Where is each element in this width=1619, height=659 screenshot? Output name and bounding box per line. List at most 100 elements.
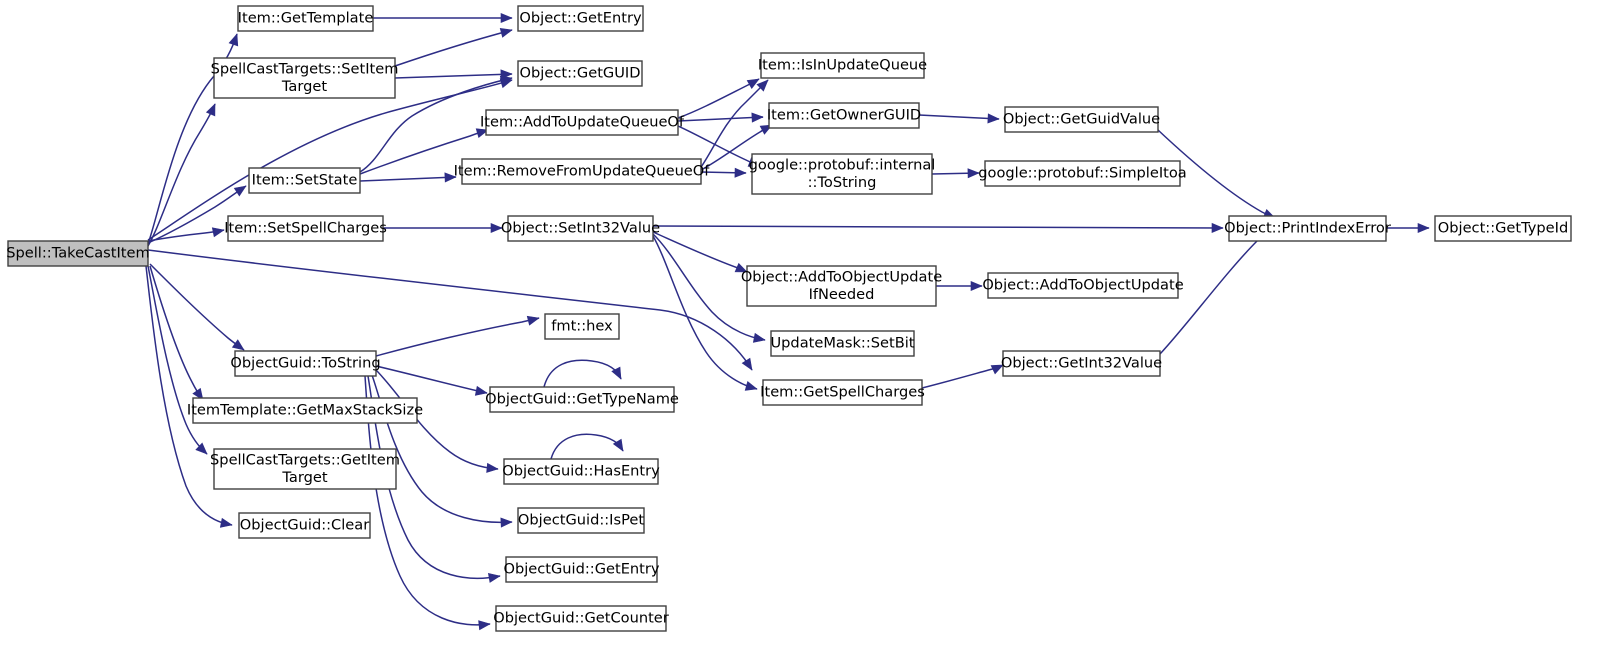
node-box[interactable] <box>507 215 654 242</box>
node-box[interactable] <box>1004 106 1159 133</box>
node-objectguid-clear[interactable]: ObjectGuid::Clear <box>238 512 371 539</box>
edge-line <box>149 263 245 351</box>
node-objectguid-getcounter[interactable]: ObjectGuid::GetCounter <box>493 605 669 632</box>
node-object-printindexerror[interactable]: Object::PrintIndexError <box>1224 215 1391 242</box>
node-item-setspellcharges[interactable]: Item::SetSpellCharges <box>224 215 387 242</box>
edge-spellcasttargets-setitem-target--to--object-getentry <box>394 28 513 67</box>
node-box[interactable] <box>768 102 920 129</box>
node-box[interactable] <box>760 52 925 79</box>
arrowhead-icon <box>219 517 233 528</box>
node-box[interactable] <box>1228 215 1387 242</box>
node-object-addtoobjectupdate[interactable]: Object::AddToObjectUpdate <box>982 272 1184 299</box>
node-item-getownerguid[interactable]: Item::GetOwnerGUID <box>767 102 921 129</box>
node-box[interactable] <box>762 379 923 406</box>
arrowhead-icon <box>228 33 239 47</box>
node-spell-takecastitem[interactable]: Spell::TakeCastItem <box>6 240 150 267</box>
node-object-setint32value[interactable]: Object::SetInt32Value <box>501 215 660 242</box>
node-label: Target <box>281 78 327 95</box>
node-label: ObjectGuid::ToString <box>230 355 380 372</box>
edge-line <box>921 364 1004 389</box>
arrowhead-icon <box>752 332 766 343</box>
node-box[interactable] <box>517 5 644 32</box>
node-label: ObjectGuid::Clear <box>240 517 369 534</box>
edge-spell-takecastitem--to--spellcasttargets-getitem-target <box>147 265 208 455</box>
edge-line <box>147 103 216 247</box>
node-objectguid-getentry[interactable]: ObjectGuid::GetEntry <box>503 556 660 583</box>
node-box[interactable] <box>495 605 667 632</box>
node-updatemask-setbit[interactable]: UpdateMask::SetBit <box>770 330 915 357</box>
node-google-protobuf-internal-tostring[interactable]: google::protobuf::internal::ToString <box>749 153 936 195</box>
node-google-protobuf-simpleitoa[interactable]: google::protobuf::SimpleItoa <box>978 160 1187 187</box>
edge-line <box>550 433 624 460</box>
edge-object-setint32value--to--object-printindexerror <box>652 222 1224 234</box>
arrowhead-icon <box>987 113 1000 124</box>
node-label: Object::SetInt32Value <box>501 220 660 237</box>
node-box[interactable] <box>485 109 679 136</box>
node-box[interactable] <box>248 167 361 194</box>
arrowhead-icon <box>231 339 245 351</box>
node-label: Item::SetSpellCharges <box>224 220 387 237</box>
arrowhead-icon <box>990 364 1004 375</box>
node-label: Object::GetGuidValue <box>1003 111 1160 128</box>
edge-item-getspellcharges--to--object-getint32value <box>921 364 1004 389</box>
node-objectguid-hasentry[interactable]: ObjectGuid::HasEntry <box>502 458 660 485</box>
node-object-gettypeid[interactable]: Object::GetTypeId <box>1434 215 1572 242</box>
edge-item-setstate--to--item-addtoupdatequeueof <box>359 128 489 175</box>
node-label: Object::GetEntry <box>519 10 642 27</box>
node-box[interactable] <box>746 265 937 307</box>
arrowhead-icon <box>744 381 758 391</box>
node-label: Item::SetState <box>252 172 358 189</box>
edge-item-getownerguid--to--object-getguidvalue <box>918 113 1000 124</box>
node-box[interactable] <box>237 5 374 32</box>
node-item-setstate[interactable]: Item::SetState <box>248 167 361 194</box>
arrowhead-icon <box>500 12 513 24</box>
node-box[interactable] <box>192 397 418 424</box>
node-objectguid-tostring[interactable]: ObjectGuid::ToString <box>230 350 381 377</box>
node-box[interactable] <box>503 458 659 485</box>
node-box[interactable] <box>227 215 384 242</box>
node-box[interactable] <box>1002 350 1161 377</box>
node-box[interactable] <box>7 240 149 267</box>
edge-spell-takecastitem--to--item-gettemplate <box>147 33 239 245</box>
arrowhead-icon <box>746 78 760 89</box>
edge-item-gettemplate--to--object-getentry <box>373 12 513 24</box>
node-box[interactable] <box>213 57 396 99</box>
node-object-getint32value[interactable]: Object::GetInt32Value <box>1001 350 1162 377</box>
node-box[interactable] <box>770 330 915 357</box>
edge-line <box>652 233 766 341</box>
node-box[interactable] <box>984 160 1181 187</box>
node-box[interactable] <box>517 507 645 534</box>
node-fmt-hex[interactable]: fmt::hex <box>544 313 620 340</box>
node-item-gettemplate[interactable]: Item::GetTemplate <box>237 5 374 32</box>
node-item-removefromupdatequeueof[interactable]: Item::RemoveFromUpdateQueueOf <box>454 158 711 185</box>
arrowhead-icon <box>734 262 748 273</box>
node-box[interactable] <box>544 313 620 340</box>
node-label: Target <box>281 469 327 486</box>
node-objectguid-gettypename[interactable]: ObjectGuid::GetTypeName <box>485 386 679 413</box>
node-object-getguid[interactable]: Object::GetGUID <box>517 60 643 87</box>
node-label: ItemTemplate::GetMaxStackSize <box>187 402 423 419</box>
node-box[interactable] <box>1434 215 1572 242</box>
node-box[interactable] <box>517 60 643 87</box>
node-box[interactable] <box>234 350 377 377</box>
node-box[interactable] <box>505 556 658 583</box>
node-box[interactable] <box>751 153 933 195</box>
node-box[interactable] <box>987 272 1179 299</box>
node-item-isinupdatequeue[interactable]: Item::IsInUpdateQueue <box>758 52 927 79</box>
node-box[interactable] <box>238 512 371 539</box>
node-object-getguidvalue[interactable]: Object::GetGuidValue <box>1003 106 1160 133</box>
node-label: Object::PrintIndexError <box>1224 220 1391 237</box>
node-box[interactable] <box>489 386 675 413</box>
node-box[interactable] <box>213 448 397 490</box>
node-item-getspellcharges[interactable]: Item::GetSpellCharges <box>760 379 925 406</box>
node-itemtemplate-getmaxstacksize[interactable]: ItemTemplate::GetMaxStackSize <box>187 397 423 424</box>
node-object-getentry[interactable]: Object::GetEntry <box>517 5 644 32</box>
node-box[interactable] <box>461 158 702 185</box>
arrowhead-icon <box>751 112 764 123</box>
node-objectguid-ispet[interactable]: ObjectGuid::IsPet <box>517 507 645 534</box>
node-item-addtoupdatequeueof[interactable]: Item::AddToUpdateQueueOf <box>480 109 685 136</box>
edge-spell-takecastitem--to--objectguid-clear <box>145 265 233 528</box>
